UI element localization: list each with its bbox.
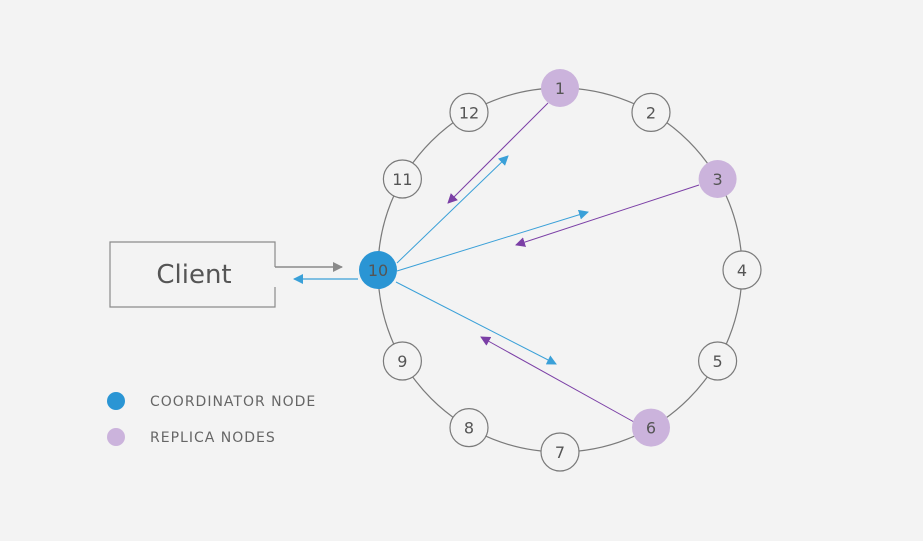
ring-circle [377, 87, 743, 453]
node-8-label: 8 [464, 419, 474, 438]
node-3: 3 [698, 160, 737, 198]
node-5: 5 [697, 341, 738, 381]
legend-replica-swatch [107, 428, 125, 446]
node-10-circle [359, 251, 397, 289]
node-9-circle [382, 341, 422, 381]
legend-replica-label: REPLICA NODES [150, 430, 276, 446]
node-1-label: 1 [555, 79, 565, 98]
node-8-circle [449, 408, 489, 448]
response-arrow-node-3 [515, 184, 700, 247]
node-5-label: 5 [713, 352, 723, 371]
node-12-circle [449, 92, 489, 133]
node-4-label: 4 [737, 261, 747, 280]
node-9: 9 [382, 341, 422, 381]
node-12: 12 [449, 92, 489, 133]
node-4-circle [722, 250, 762, 290]
node-2: 2 [631, 92, 671, 133]
node-12-label: 12 [459, 103, 479, 122]
node-10-label: 10 [368, 261, 388, 280]
node-11-circle [382, 159, 422, 199]
node-7-circle [540, 432, 580, 472]
node-5-circle [697, 341, 738, 381]
request-arrow-node-6 [395, 281, 557, 365]
node-6-circle [632, 408, 670, 447]
node-9-label: 9 [397, 352, 407, 371]
node-4: 4 [722, 250, 762, 290]
node-1: 1 [541, 69, 579, 107]
node-3-circle [698, 160, 737, 198]
node-11-label: 11 [392, 170, 412, 189]
legend-coordinator-label: COORDINATOR NODE [150, 394, 316, 410]
request-arrow-node-3 [396, 209, 589, 272]
node-2-label: 2 [646, 103, 656, 122]
client-label: Client [156, 260, 231, 290]
node-8: 8 [449, 408, 489, 448]
legend-coordinator-swatch [107, 392, 125, 410]
node-11: 11 [382, 159, 422, 199]
client-box [109, 241, 276, 308]
node-7: 7 [540, 432, 580, 472]
node-2-circle [631, 92, 671, 133]
node-6-label: 6 [646, 419, 656, 438]
response-arrow-node-6 [480, 336, 635, 423]
node-3-label: 3 [713, 170, 723, 189]
request-arrow-node-1 [396, 155, 509, 264]
node-1-circle [541, 69, 579, 107]
node-6: 6 [632, 408, 670, 447]
node-10: 10 [359, 251, 397, 289]
node-7-label: 7 [555, 443, 565, 462]
response-arrow-node-1 [447, 102, 549, 204]
